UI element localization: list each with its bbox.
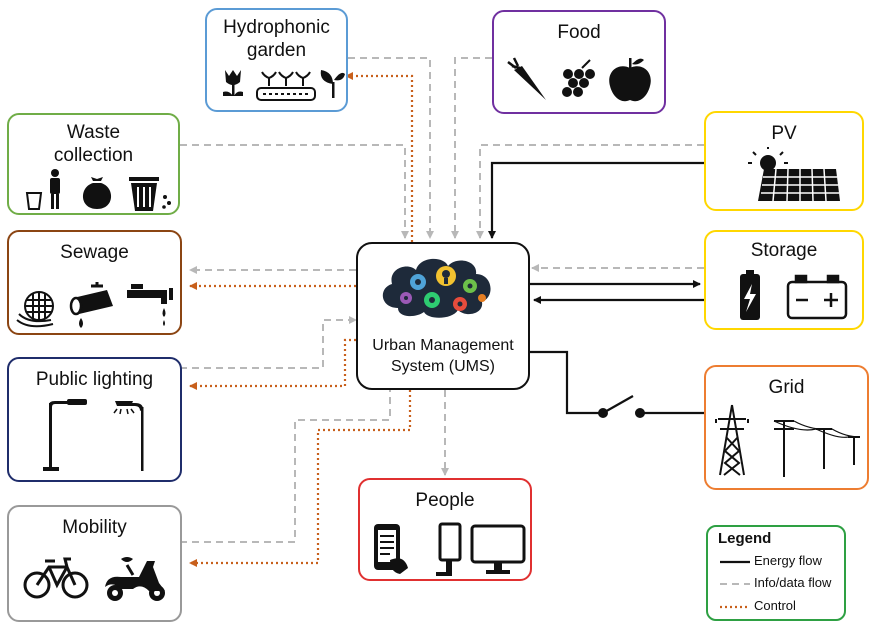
legend-item-info: Info/data flow bbox=[720, 574, 831, 592]
legend-swatch-energy bbox=[720, 560, 750, 563]
info-flow-lines bbox=[180, 57, 704, 543]
transmission-tower-icon bbox=[715, 404, 749, 476]
hydroponic-tray-icon bbox=[256, 71, 316, 101]
legend-item-control: Control bbox=[720, 597, 796, 615]
legend-label-info: Info/data flow bbox=[754, 575, 832, 590]
trash-can-icon bbox=[129, 177, 171, 211]
power-poles-icon bbox=[773, 420, 861, 477]
control-line-mobility bbox=[189, 390, 412, 567]
legend-item-energy: Energy flow bbox=[720, 552, 822, 570]
hydroponic-title-line2: garden bbox=[246, 40, 307, 61]
grid-switch-lever bbox=[602, 395, 634, 414]
waste-title-line1: Waste bbox=[66, 122, 121, 143]
legend-title: Legend bbox=[718, 530, 772, 547]
energy-line-grid bbox=[530, 350, 603, 415]
mobility-box: Mobility bbox=[7, 505, 182, 622]
public-lighting-box: Public lighting bbox=[7, 357, 182, 482]
control-lines bbox=[189, 72, 414, 567]
storage-box: Storage bbox=[704, 230, 864, 330]
scooter-icon bbox=[105, 557, 165, 601]
legend-label-energy: Energy flow bbox=[754, 553, 822, 568]
grid-box: Grid bbox=[704, 365, 869, 490]
energy-line-pv bbox=[488, 161, 704, 239]
control-line-hydroponic bbox=[345, 72, 414, 242]
pv-title: PV bbox=[771, 123, 797, 144]
switch-contact-right bbox=[635, 408, 645, 418]
ums-title-line2: System (UMS) bbox=[391, 358, 495, 375]
food-title: Food bbox=[557, 22, 601, 43]
info-line-waste bbox=[180, 144, 409, 239]
bicycle-icon bbox=[23, 557, 89, 599]
street-lamp-icon bbox=[43, 399, 87, 471]
pipe-leak-icon bbox=[69, 282, 113, 328]
waste-collection-box: Waste collection bbox=[7, 113, 180, 215]
hydroponic-title-line1: Hydrophonic bbox=[223, 17, 330, 38]
trash-bag-icon bbox=[82, 177, 112, 209]
people-box: People bbox=[358, 478, 532, 581]
info-line-pv bbox=[476, 144, 704, 239]
smartphone-hand-icon bbox=[374, 524, 408, 574]
hydroponic-garden-box: Hydrophonic garden bbox=[205, 8, 348, 112]
sewage-box: Sewage bbox=[7, 230, 182, 335]
legend-label-control: Control bbox=[754, 598, 796, 613]
legend-swatch-info bbox=[720, 582, 750, 585]
manhole-icon bbox=[16, 291, 54, 328]
switch-contact-left bbox=[598, 408, 608, 418]
info-line-hydroponic bbox=[348, 57, 434, 239]
ums-title-line1: Urban Management bbox=[372, 337, 514, 354]
food-box: Food bbox=[492, 10, 666, 114]
control-line-public-lighting bbox=[189, 338, 356, 390]
pv-box: PV bbox=[704, 111, 864, 211]
brain-gears-icon bbox=[382, 258, 491, 318]
faucet-icon bbox=[127, 284, 173, 326]
info-line-public-lighting bbox=[180, 316, 357, 369]
seedling-icon bbox=[320, 70, 345, 98]
ums-box[interactable]: Urban Management System (UMS) bbox=[356, 242, 530, 390]
info-line-mobility bbox=[180, 390, 391, 543]
legend-box: Legend Energy flow Info/data flow Contro… bbox=[706, 525, 846, 621]
carrot-icon bbox=[507, 57, 546, 100]
legend-swatch-control bbox=[720, 605, 750, 608]
tulip-icon bbox=[223, 70, 243, 96]
info-kiosk-icon bbox=[436, 522, 462, 576]
car-battery-icon bbox=[786, 274, 848, 320]
solar-panel-icon bbox=[748, 147, 840, 202]
people-title: People bbox=[415, 490, 475, 511]
grapes-icon bbox=[562, 59, 595, 97]
energy-flow-lines bbox=[488, 161, 704, 415]
apple-icon bbox=[609, 58, 651, 102]
waste-title-line2: collection bbox=[53, 145, 134, 166]
info-line-food bbox=[451, 57, 492, 239]
storage-title: Storage bbox=[750, 240, 818, 261]
street-light-icon bbox=[113, 401, 144, 471]
mobility-title: Mobility bbox=[62, 517, 127, 538]
monitor-icon bbox=[470, 524, 526, 574]
sewage-title: Sewage bbox=[60, 242, 129, 263]
grid-title: Grid bbox=[768, 377, 805, 398]
battery-charging-icon bbox=[740, 270, 760, 320]
person-littering-icon bbox=[25, 169, 60, 210]
public-lighting-title: Public lighting bbox=[35, 369, 154, 390]
